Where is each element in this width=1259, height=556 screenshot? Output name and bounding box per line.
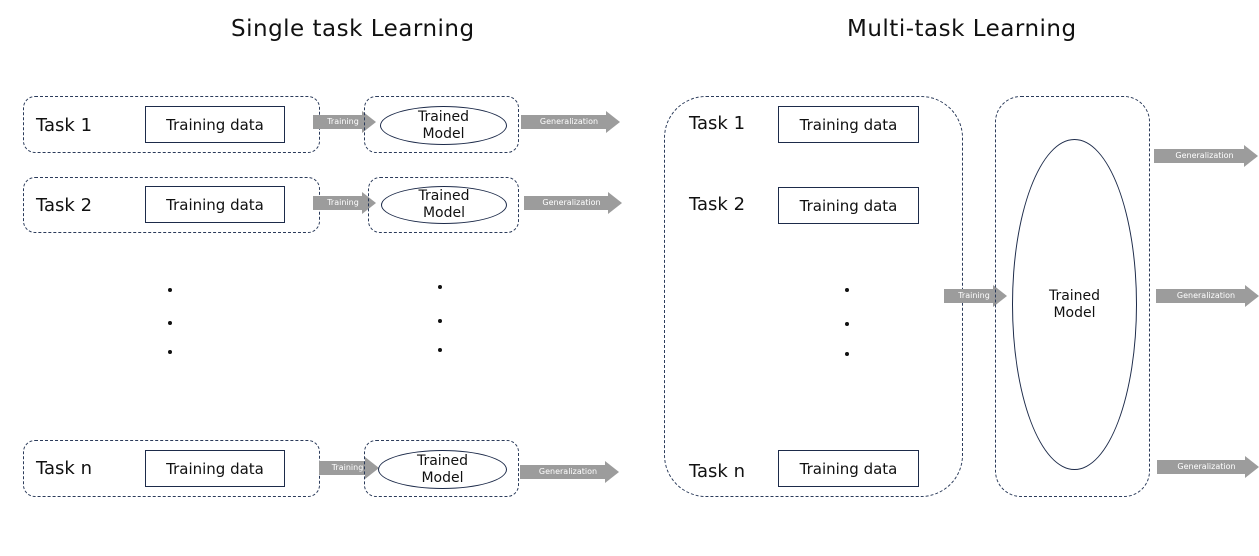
training-data-box: Training data xyxy=(778,106,919,143)
task-label: Task 1 xyxy=(689,113,746,134)
model-container xyxy=(364,440,519,497)
generalization-arrow: Generalization xyxy=(1154,145,1258,167)
task-label: Task 1 xyxy=(36,115,93,136)
training-arrow: Training xyxy=(944,285,1007,307)
multi-task-title: Multi-task Learning xyxy=(847,16,1077,42)
generalization-arrow: Generalization xyxy=(1157,456,1259,478)
training-data-box: Training data xyxy=(778,187,919,224)
generalization-arrow: Generalization xyxy=(520,461,619,483)
generalization-arrow: Generalization xyxy=(524,192,622,214)
training-data-box: Training data xyxy=(778,450,919,487)
ellipsis-dot xyxy=(168,321,172,325)
single-task-title: Single task Learning xyxy=(231,16,475,42)
ellipsis-dot xyxy=(438,285,442,289)
training-data-box: Training data xyxy=(145,106,285,143)
ellipsis-dot xyxy=(168,350,172,354)
training-arrow: Training xyxy=(313,192,376,214)
training-data-box: Training data xyxy=(145,186,285,223)
ellipsis-dot xyxy=(845,288,849,292)
ellipsis-dot xyxy=(845,352,849,356)
model-container xyxy=(368,177,519,233)
training-data-box: Training data xyxy=(145,450,285,487)
model-container xyxy=(364,96,519,153)
multi-task-container xyxy=(664,96,963,497)
ellipsis-dot xyxy=(438,348,442,352)
task-label: Task 2 xyxy=(689,194,746,215)
training-arrow: Training xyxy=(313,111,376,133)
generalization-arrow: Generalization xyxy=(521,111,620,133)
generalization-arrow: Generalization xyxy=(1156,285,1259,307)
ellipsis-dot xyxy=(845,322,849,326)
model-container xyxy=(995,96,1150,497)
ellipsis-dot xyxy=(168,288,172,292)
task-label: Task n xyxy=(689,461,745,482)
task-label: Task 2 xyxy=(36,195,93,216)
ellipsis-dot xyxy=(438,319,442,323)
task-label: Task n xyxy=(36,458,92,479)
training-arrow: Training xyxy=(319,457,379,479)
